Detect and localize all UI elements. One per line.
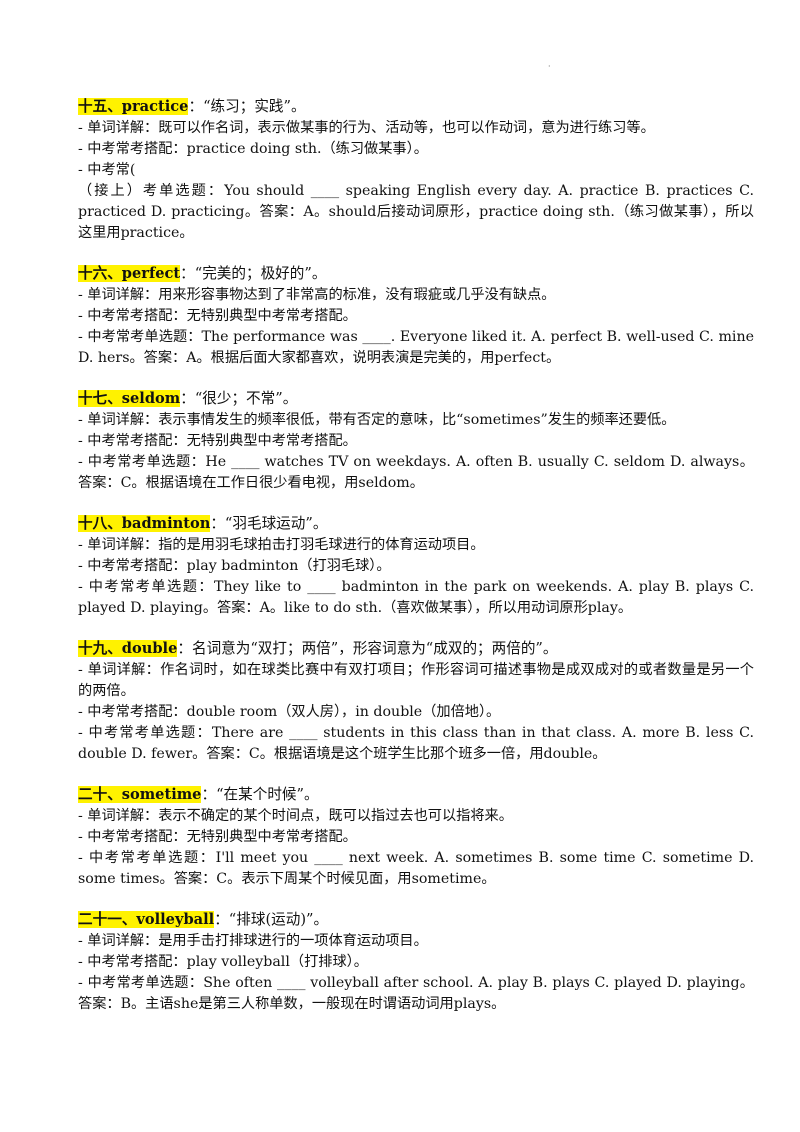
vocab-entry: 十六、perfect：“完美的；极好的”。 - 单词详解：用来形容事物达到了非常高… [78,263,754,369]
entry-gloss: ：“练习；实践”。 [188,98,306,115]
entry-detail-line: - 单词详解：指的是用羽毛球拍击打羽毛球进行的体育运动项目。 [78,537,485,553]
vocab-entry: 二十、sometime：“在某个时候”。 - 单词详解：表示不确定的某个时间点，既… [78,784,754,890]
entry-detail-line: - 中考常考单选题：She often ____ volleyball afte… [78,975,754,1012]
entry-detail-line: - 中考常考单选题：They like to ____ badminton in… [78,579,754,616]
entry-gloss: ：“完美的；极好的”。 [180,265,327,282]
entry-heading-line: 十七、seldom：“很少；不常”。 [78,388,754,410]
entry-heading-line: 二十、sometime：“在某个时候”。 [78,784,754,806]
entry-detail-line: - 单词详解：表示不确定的某个时间点，既可以指过去也可以指将来。 [78,808,513,824]
vocab-entry: 十八、badminton：“羽毛球运动”。 - 单词详解：指的是用羽毛球拍击打羽毛… [78,513,754,619]
entry-heading-line: 十六、perfect：“完美的；极好的”。 [78,263,754,285]
entry-heading-line: 十五、practice：“练习；实践”。 [78,96,754,118]
entry-detail-line: - 单词详解：表示事情发生的频率很低，带有否定的意味，比“sometimes”发… [78,412,676,428]
entry-detail-line: - 单词详解：既可以作名词，表示做某事的行为、活动等，也可以作动词，意为进行练习… [78,120,655,136]
entry-detail-line: - 中考常考搭配：play badminton（打羽毛球）。 [78,558,391,574]
vocab-entry: 二十一、volleyball：“排球(运动)”。 - 单词详解：是用手击打排球进行… [78,909,754,1015]
entry-gloss: ：“羽毛球运动”。 [210,515,328,532]
entry-detail-line: - 中考常考搭配：无特别典型中考常考搭配。 [78,433,357,449]
entry-headword: 十九、double [78,640,178,657]
entry-detail-line: - 单词详解：用来形容事物达到了非常高的标准，没有瑕疵或几乎没有缺点。 [78,287,556,303]
entry-heading-line: 二十一、volleyball：“排球(运动)”。 [78,909,754,931]
entry-detail-line: - 单词详解：是用手击打排球进行的一项体育运动项目。 [78,933,428,949]
vocab-entry: 十九、double：名词意为“双打；两倍”，形容词意为“成双的；两倍的”。- 单… [78,638,754,765]
entry-headword: 十五、practice [78,98,189,115]
entry-heading-line: 十九、double：名词意为“双打；两倍”，形容词意为“成双的；两倍的”。 [78,638,754,660]
entry-gloss: ：“排球(运动)”。 [214,911,329,928]
entry-headword: 二十、sometime [78,786,202,803]
vocab-entry: 十五、practice：“练习；实践”。 - 单词详解：既可以作名词，表示做某事的… [78,96,754,244]
entry-detail-line: - 中考常考搭配：无特别典型中考常考搭配。 [78,829,357,845]
entry-detail-line: - 单词详解：作名词时，如在球类比赛中有双打项目；作形容词可描述事物是成双成对的… [78,662,754,699]
entry-headword: 十六、perfect [78,265,181,282]
entry-detail-line: - 中考常考搭配：无特别典型中考常考搭配。 [78,308,357,324]
entry-detail-line: - 中考常考单选题：I'll meet you ____ next week. … [78,850,754,887]
entry-detail-line: - 中考常考单选题：He ____ watches TV on weekdays… [78,454,754,491]
entry-gloss: ：“在某个时候”。 [201,786,319,803]
entry-headword: 二十一、volleyball [78,911,215,928]
page-mark: · [548,62,551,71]
entry-detail-line: - 中考常考搭配：double room（双人房），in double（加倍地）… [78,704,501,720]
entry-detail-line: - 中考常考单选题：The performance was ____. Ever… [78,329,754,366]
entry-heading-line: 十八、badminton：“羽毛球运动”。 [78,513,754,535]
entry-detail-line: （接上）考单选题：You should ____ speaking Englis… [78,183,754,241]
entry-detail-line: - 中考常( [78,162,136,178]
entry-headword: 十七、seldom [78,390,181,407]
entry-headword: 十八、badminton [78,515,211,532]
entry-detail-line: - 中考常考单选题：There are ____ students in thi… [78,725,754,762]
vocab-entry: 十七、seldom：“很少；不常”。 - 单词详解：表示事情发生的频率很低，带有否… [78,388,754,494]
document-body: 十五、practice：“练习；实践”。 - 单词详解：既可以作名词，表示做某事的… [78,96,754,1034]
entry-gloss: ：“很少；不常”。 [180,390,298,407]
entry-gloss: ：名词意为“双打；两倍”，形容词意为“成双的；两倍的”。 [177,640,558,657]
entry-detail-line: - 中考常考搭配：practice doing sth.（练习做某事）。 [78,141,428,157]
entry-detail-line: - 中考常考搭配：play volleyball（打排球）。 [78,954,368,970]
